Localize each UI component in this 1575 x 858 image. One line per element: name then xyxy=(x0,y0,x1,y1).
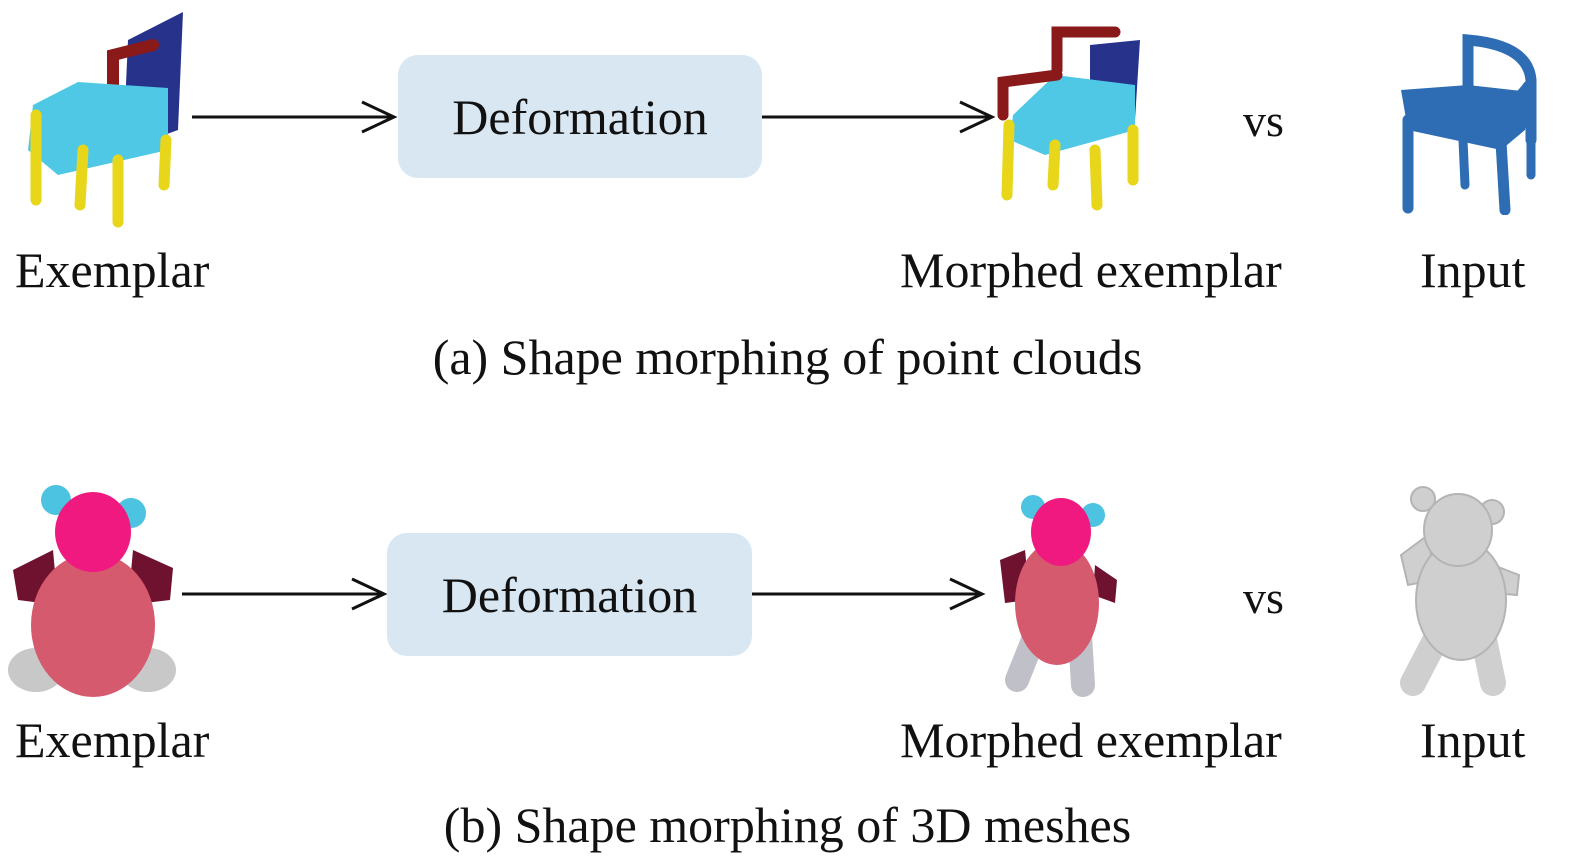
deformation-label: Deformation xyxy=(452,88,708,145)
arrow-to-morphed-b xyxy=(752,577,986,611)
morphed-teddy-image xyxy=(1000,495,1117,697)
morphed-chair-seat-part xyxy=(1010,75,1135,155)
input-teddy-head-part xyxy=(1423,493,1493,567)
input-label-b: Input xyxy=(1420,712,1526,768)
vs-text-b: vs xyxy=(1243,572,1284,623)
morphed-exemplar-label-b: Morphed exemplar xyxy=(900,712,1282,768)
morphed-chair-arm-part xyxy=(997,26,1121,121)
morphed-chair-image xyxy=(997,26,1140,211)
panel-3d-meshes: Deformation vs xyxy=(0,470,1575,858)
exemplar-label-b: Exemplar xyxy=(15,712,210,768)
deformation-label-b: Deformation xyxy=(441,566,698,623)
chair-seat-part xyxy=(28,82,168,175)
input-teddy-left-ear-part xyxy=(1410,486,1436,512)
input-chair-image xyxy=(1401,34,1537,215)
exemplar-teddy-image xyxy=(8,485,176,697)
teddy-head-part xyxy=(55,492,131,572)
exemplar-chair-image xyxy=(28,12,183,228)
teddy-body-part xyxy=(31,553,155,697)
arrow-to-deformation-b xyxy=(182,577,388,611)
arrow-to-deformation xyxy=(192,100,398,134)
morphed-exemplar-label: Morphed exemplar xyxy=(900,242,1282,298)
morphed-chair-legs-part xyxy=(1001,119,1139,211)
caption-a: (a) Shape morphing of point clouds xyxy=(432,329,1143,385)
input-teddy-image xyxy=(1399,486,1521,696)
vs-text: vs xyxy=(1243,95,1284,146)
exemplar-label: Exemplar xyxy=(15,242,210,298)
panel-point-clouds: Deformation vs xyxy=(0,0,1575,420)
chair-legs-part xyxy=(30,109,172,228)
arrow-to-morphed xyxy=(762,100,996,134)
morphed-teddy-head-part xyxy=(1031,498,1091,566)
caption-b: (b) Shape morphing of 3D meshes xyxy=(443,797,1132,853)
deformation-box: Deformation xyxy=(398,55,762,178)
deformation-box-b: Deformation xyxy=(387,533,752,656)
morphed-teddy-body-part xyxy=(1015,541,1099,665)
input-label: Input xyxy=(1420,242,1526,298)
